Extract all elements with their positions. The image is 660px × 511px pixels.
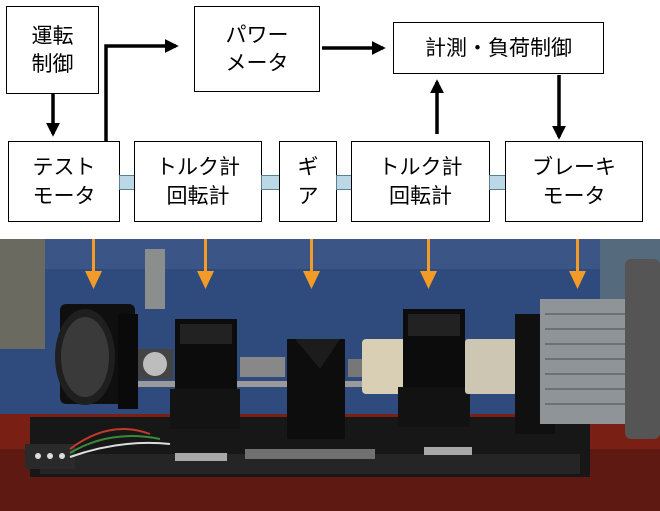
torque-meter-1-box: トルク計 回転計: [134, 141, 262, 222]
power-meter-label: パワー メータ: [225, 22, 289, 75]
block-diagram: 運転 制御 パワー メータ 計測・負荷制御 テスト モータ トルク計 回転計 ギ…: [0, 0, 660, 240]
measurement-load-control-label: 計測・負荷制御: [425, 35, 572, 60]
gear-box: ギ ア: [279, 141, 337, 222]
test-motor-box: テスト モータ: [8, 141, 120, 222]
torque-meter-1-label: トルク計 回転計: [156, 155, 240, 208]
operation-control-label: 運転 制御: [31, 23, 74, 76]
arrow-test-motor-to-power-meter: [104, 39, 179, 144]
gear-label: ギ ア: [297, 155, 319, 208]
shaft-connector: [261, 175, 280, 190]
brake-motor-label: ブレーキ モータ: [532, 155, 616, 208]
operation-control-box: 運転 制御: [6, 6, 99, 94]
diagram-arrows: [46, 39, 566, 144]
shaft-connector: [489, 175, 506, 190]
test-bench-photo: [0, 239, 660, 511]
torque-meter-2-label: トルク計 回転計: [378, 155, 463, 208]
torque-meter-2-box: トルク計 回転計: [351, 141, 490, 222]
brake-motor-box: ブレーキ モータ: [505, 141, 643, 222]
power-meter-box: パワー メータ: [194, 6, 320, 92]
test-motor-label: テスト モータ: [32, 155, 96, 208]
measurement-load-control-box: 計測・負荷制御: [393, 22, 604, 74]
